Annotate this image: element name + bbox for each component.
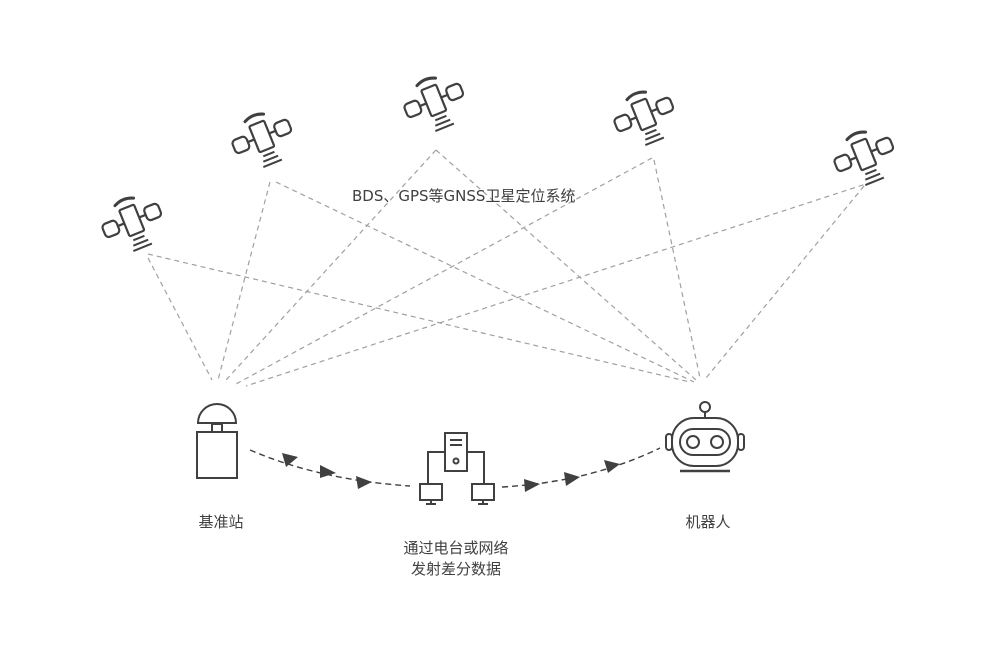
signal-line — [705, 185, 865, 379]
signal-lines — [147, 149, 873, 387]
flow-path-left — [249, 449, 411, 487]
satellite-icon — [606, 80, 684, 155]
data-flow-arrows — [249, 447, 661, 492]
signal-line — [275, 181, 695, 383]
arrowhead — [320, 465, 336, 478]
satellite-icon — [826, 120, 904, 195]
signal-line — [235, 157, 653, 385]
base-station-icon — [196, 403, 238, 479]
signal-line — [225, 149, 437, 381]
signal-line — [147, 253, 691, 383]
arrowhead — [564, 472, 580, 486]
arrowhead — [356, 476, 372, 489]
robot-label: 机器人 — [685, 513, 731, 531]
signal-line — [435, 149, 697, 381]
satellite-icon — [94, 186, 172, 261]
signal-line — [653, 159, 701, 379]
network-label: 通过电台或网络 发射差分数据 — [366, 538, 546, 580]
arrowhead — [604, 460, 620, 473]
base-station-label: 基准站 — [198, 513, 244, 531]
flow-path-right — [501, 447, 661, 488]
arrowhead — [282, 453, 298, 467]
arrowhead — [524, 479, 540, 492]
satellite-icon — [224, 102, 302, 177]
gnss-system-label: BDS、GPS等GNSS卫星定位系统 — [352, 187, 576, 205]
network-server-icon — [419, 432, 495, 505]
satellite-icon — [396, 66, 474, 141]
signal-line — [245, 181, 873, 387]
network-label-line1: 通过电台或网络 — [403, 539, 509, 557]
signal-line — [217, 181, 271, 381]
network-label-line2: 发射差分数据 — [410, 560, 501, 578]
robot-icon — [665, 401, 745, 473]
signal-line — [147, 257, 213, 381]
